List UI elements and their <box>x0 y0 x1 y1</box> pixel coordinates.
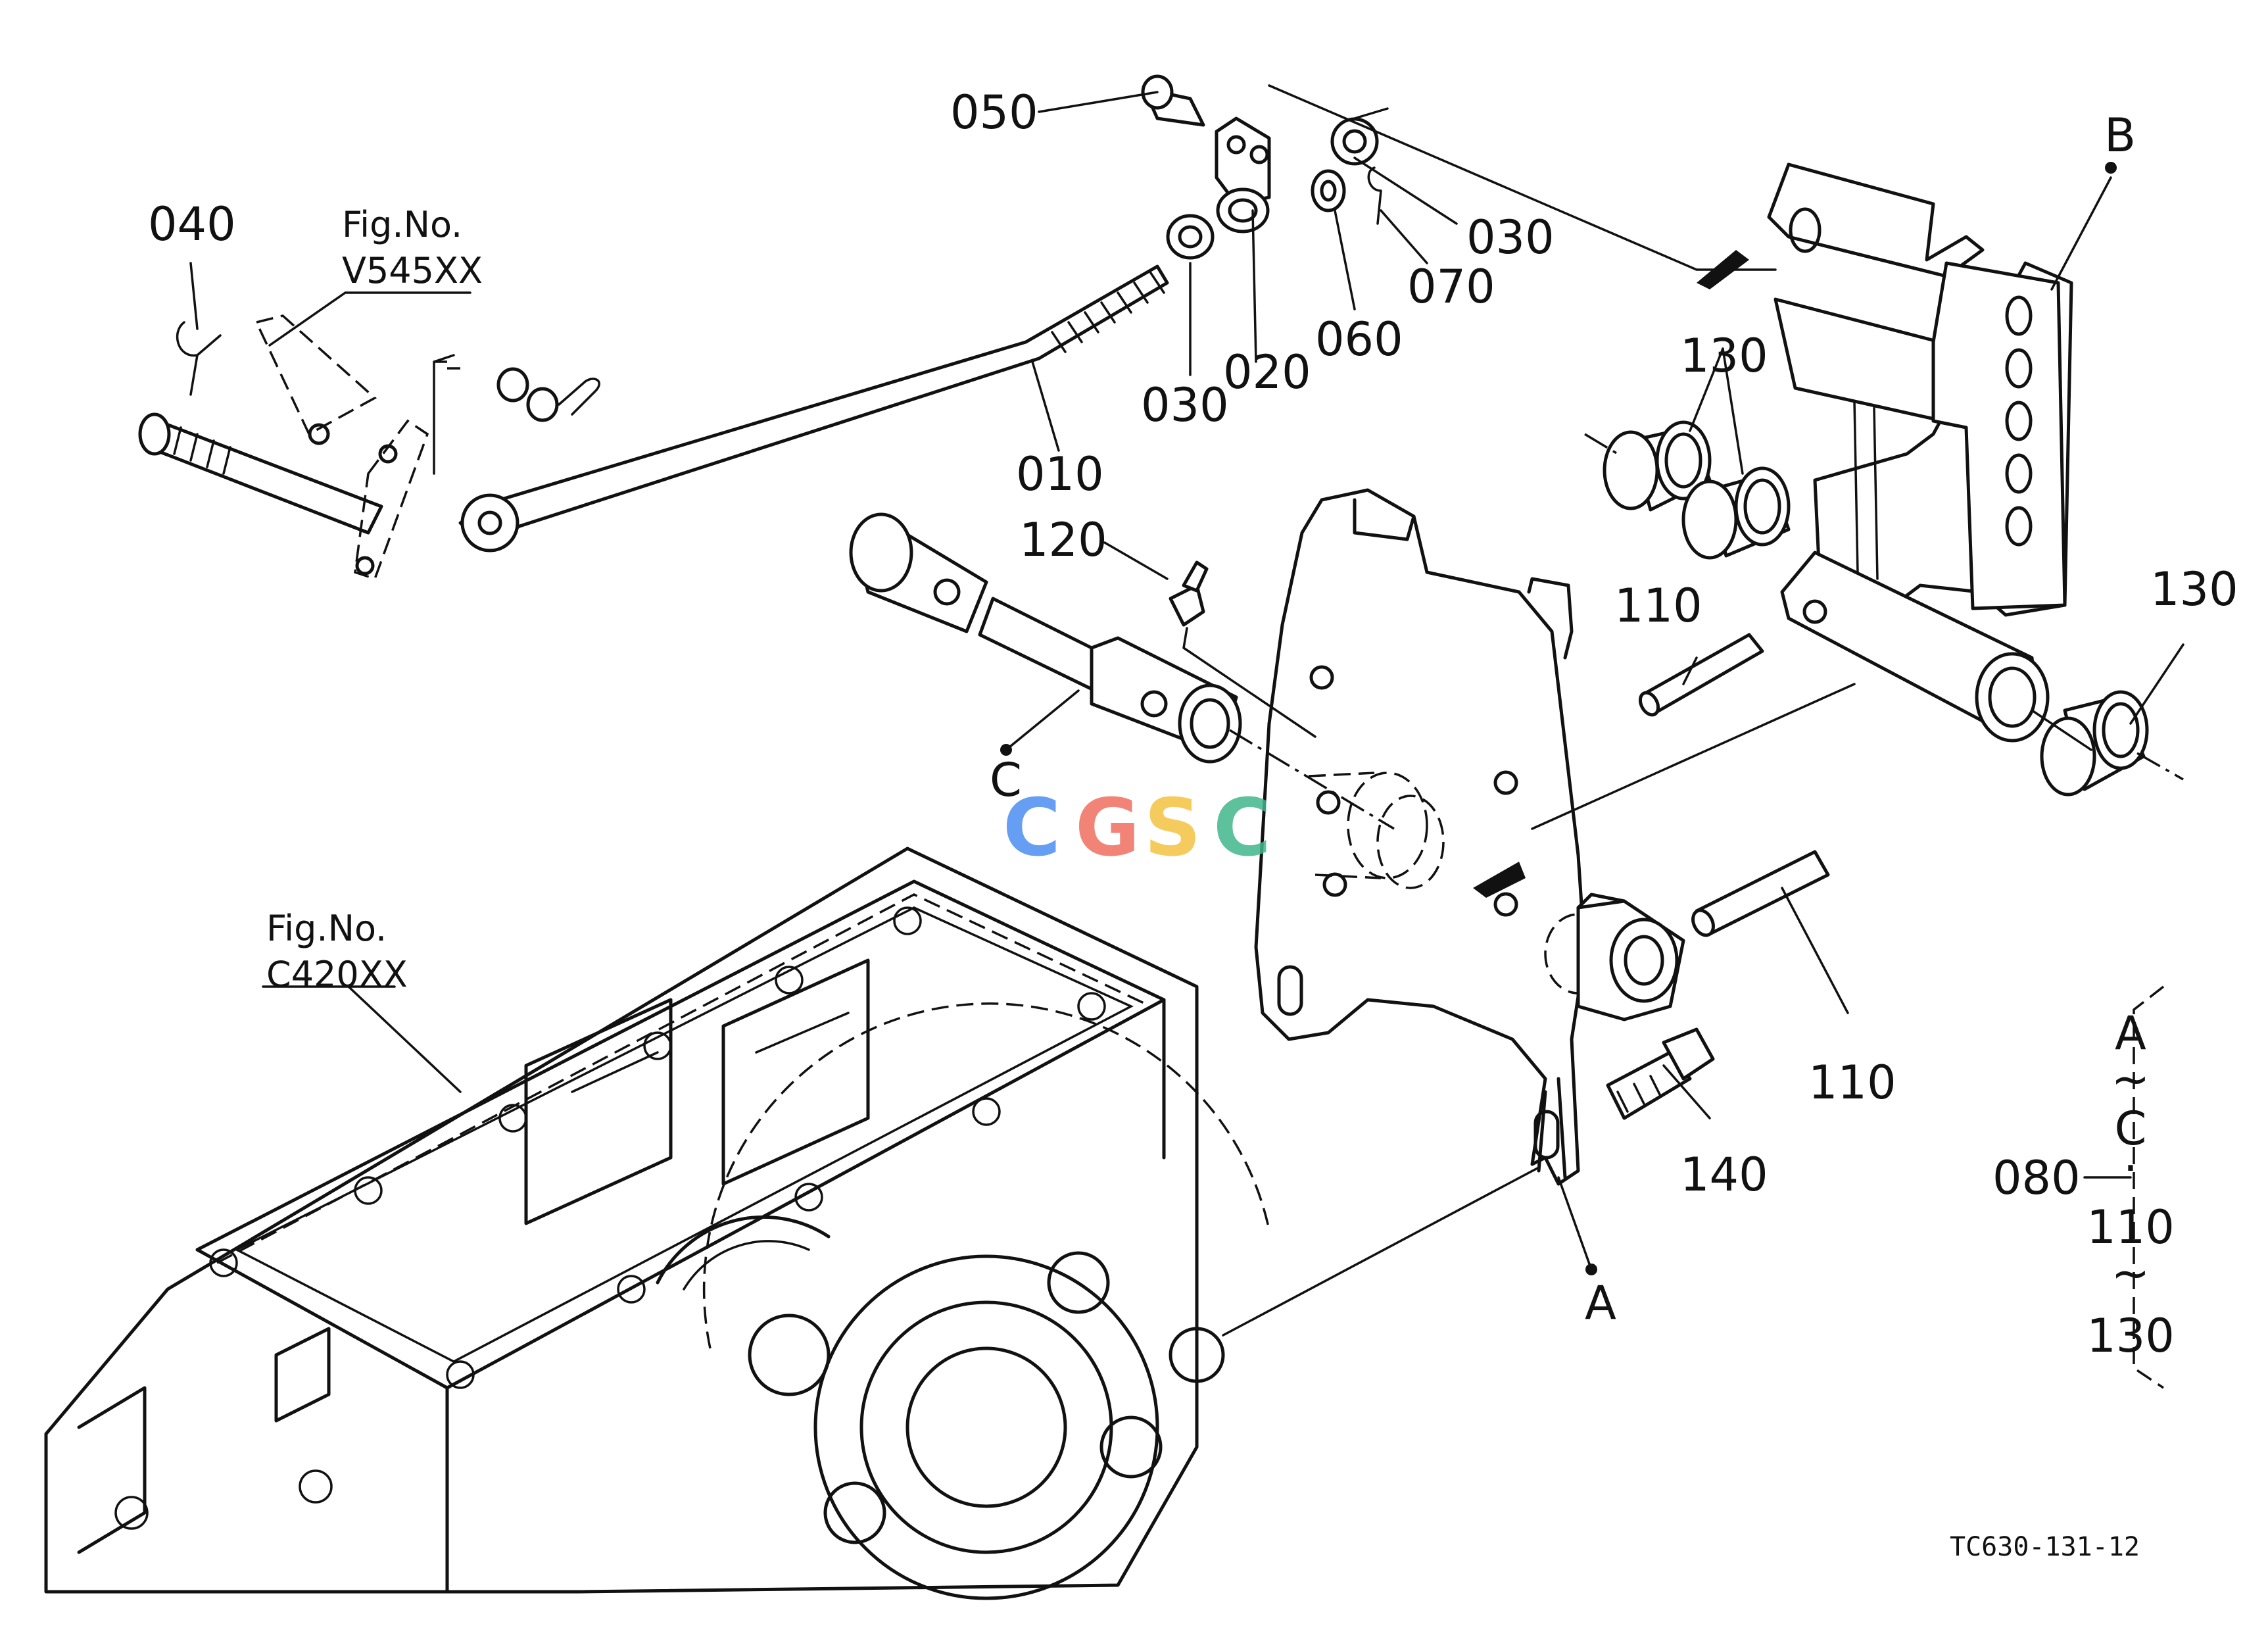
bracket-line-c: C <box>2115 1102 2147 1156</box>
transmission-housing <box>44 847 1270 1600</box>
fig-ref-code-v545: V545XX <box>342 250 483 291</box>
reference-letters: B C A <box>990 109 2136 1330</box>
label-010: 010 <box>1016 447 1104 501</box>
ref-c: C <box>990 753 1022 807</box>
grease-nipple <box>1169 560 1316 738</box>
clevis-linkage <box>1141 74 1777 289</box>
leader-lines <box>189 91 2184 1337</box>
watermark-letter: C <box>1003 783 1061 874</box>
label-080: 080 <box>1992 1151 2081 1205</box>
bracket-line-a: A <box>2115 1006 2146 1060</box>
bracket-tilde-2: ~ <box>2111 1246 2150 1300</box>
bracket-line-110: 110 <box>2087 1200 2175 1254</box>
bracket-tilde-1: ~ <box>2111 1052 2150 1106</box>
pin-110-upper <box>1638 633 1764 717</box>
ref-a: A <box>1585 1276 1616 1330</box>
watermark-letter: G <box>1075 783 1140 874</box>
fig-ref-title-v545: Fig.No. <box>342 204 462 245</box>
label-140: 140 <box>1680 1148 1768 1202</box>
pin-110-lower <box>1691 850 1830 937</box>
ref-b: B <box>2104 109 2136 162</box>
kit-bracket: A ~ C · 110 ~ 130 <box>2087 985 2175 1389</box>
label-110-upper: 110 <box>1614 579 1702 633</box>
label-130-right: 130 <box>2150 562 2238 616</box>
bushings-130 <box>1584 420 2184 797</box>
mounting-bracket <box>1254 488 1612 1186</box>
figure-code: TC630-131-12 <box>1950 1532 2140 1562</box>
figure-references: Fig.No. V545XX Fig.No. C420XX <box>266 204 483 995</box>
bolt-140 <box>1606 1027 1715 1120</box>
label-050: 050 <box>950 86 1038 139</box>
label-030-upper: 030 <box>1466 210 1555 264</box>
label-040: 040 <box>148 197 236 251</box>
label-060: 060 <box>1315 312 1403 366</box>
bracket-line-130: 130 <box>2087 1309 2175 1363</box>
part-number-labels: 050 020 030 030 070 060 010 040 120 130 … <box>148 86 2238 1205</box>
lift-shaft <box>849 512 1395 830</box>
label-120: 120 <box>1019 513 1107 567</box>
label-130-upper: 130 <box>1680 329 1768 383</box>
fig-ref-code-c420: C420XX <box>266 954 408 995</box>
label-020: 020 <box>1223 345 1311 399</box>
label-030-lower: 030 <box>1141 378 1229 432</box>
fig-ref-title-c420: Fig.No. <box>266 908 387 949</box>
watermark-letter: C <box>1213 783 1271 874</box>
bracket-dot: · <box>2123 1141 2138 1195</box>
pivot-collar <box>1576 893 1685 1021</box>
label-070: 070 <box>1407 260 1495 314</box>
lever-assembly <box>138 314 600 581</box>
watermark-letter: S <box>1144 783 1201 874</box>
connecting-rod <box>458 264 1169 553</box>
label-110-lower: 110 <box>1808 1056 1896 1110</box>
lift-arm <box>1767 162 2073 743</box>
